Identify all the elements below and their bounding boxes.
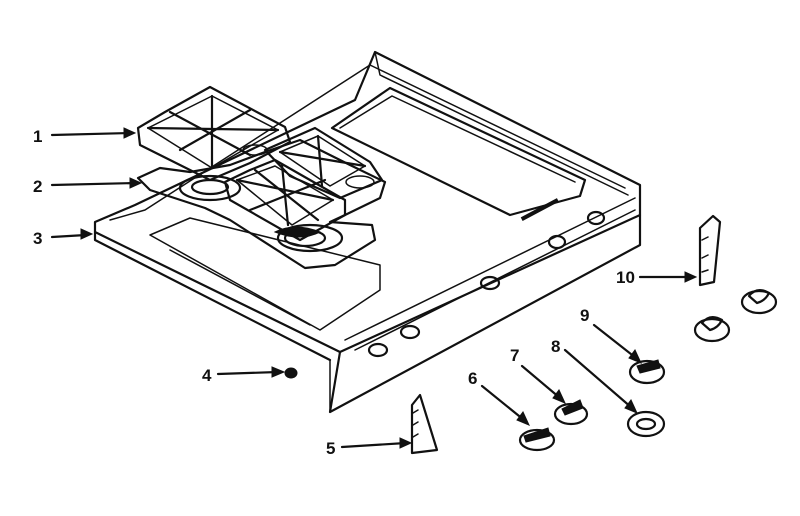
callout-9: 9 [580, 306, 589, 325]
bracket-part-10 [698, 214, 722, 287]
callout-3: 3 [33, 229, 42, 248]
knob-9 [628, 359, 666, 385]
callout-5: 5 [326, 439, 335, 458]
knob-upper-left [693, 316, 731, 343]
knob-holes [367, 210, 606, 358]
burner-grates [136, 85, 384, 242]
knob-8-ring [626, 410, 666, 438]
callout-7: 7 [510, 346, 519, 365]
callout-6: 6 [468, 369, 477, 388]
callout-10: 10 [616, 268, 635, 287]
callout-1: 1 [33, 127, 42, 146]
plug-part [284, 367, 298, 379]
leader-lines [50, 127, 698, 449]
knob-7 [553, 399, 589, 426]
knob-upper-right [740, 289, 778, 315]
callout-4: 4 [202, 366, 212, 385]
callout-labels: 1 2 3 4 5 6 7 8 9 10 [33, 127, 635, 458]
knob-6 [518, 427, 556, 452]
bracket-part-5 [410, 393, 439, 455]
cooktop-main-top [93, 50, 642, 414]
callout-2: 2 [33, 177, 42, 196]
callout-8: 8 [551, 337, 560, 356]
